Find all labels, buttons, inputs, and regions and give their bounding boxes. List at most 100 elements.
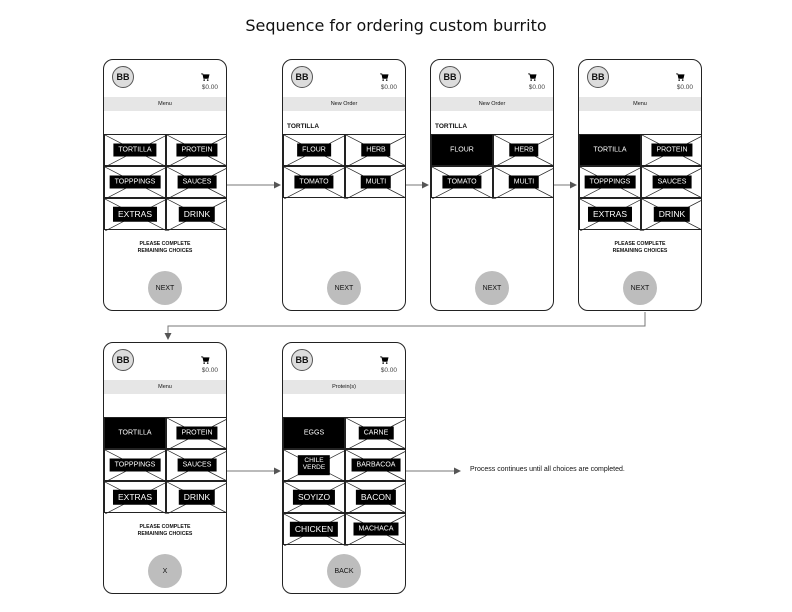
flow-arrow-4-5 xyxy=(164,312,646,340)
option-label: TORTILLA xyxy=(588,143,632,157)
option-tile[interactable]: TORTILLA xyxy=(104,134,167,167)
option-label: TORTILLA xyxy=(113,426,157,440)
option-label: TOMATO xyxy=(442,175,482,189)
option-tile[interactable]: SAUCES xyxy=(166,166,226,199)
option-tile[interactable]: CHICKEN xyxy=(283,513,346,546)
cart-icon[interactable] xyxy=(201,73,210,81)
cart-total: $0.00 xyxy=(201,84,218,91)
option-label: TOMATO xyxy=(294,175,334,189)
avatar[interactable]: BB xyxy=(112,66,134,88)
option-label: EXTRAS xyxy=(587,206,633,222)
option-tile[interactable]: TOPPPINGS xyxy=(579,166,642,199)
option-label: SAUCES xyxy=(177,175,217,189)
cart-total: $0.00 xyxy=(380,84,397,91)
option-tile[interactable]: CARNE xyxy=(345,417,405,450)
avatar[interactable]: BB xyxy=(587,66,609,88)
option-tile[interactable]: DRINK xyxy=(641,198,701,231)
option-tile[interactable]: TOPPPINGS xyxy=(104,449,167,482)
option-label: MACHACA xyxy=(353,522,399,536)
option-label: PROTEIN xyxy=(176,426,218,440)
option-tile[interactable]: EXTRAS xyxy=(579,198,642,231)
avatar[interactable]: BB xyxy=(439,66,461,88)
cart-icon[interactable] xyxy=(676,73,685,81)
option-tile[interactable]: SAUCES xyxy=(641,166,701,199)
option-tile[interactable]: MULTI xyxy=(345,166,405,199)
option-label: DRINK xyxy=(178,489,216,505)
cart-total: $0.00 xyxy=(528,84,545,91)
option-label: TORTILLA xyxy=(113,143,157,157)
section-heading: TORTILLA xyxy=(287,123,320,130)
option-label: HERB xyxy=(361,143,391,157)
option-label: DRINK xyxy=(178,206,216,222)
option-tile[interactable]: PROTEIN xyxy=(166,417,226,450)
option-label: HERB xyxy=(509,143,539,157)
next-button[interactable]: NEXT xyxy=(148,271,182,305)
option-label: BARBACOA xyxy=(351,458,401,472)
option-label: TOPPPINGS xyxy=(584,175,636,189)
screen-title-bar: New Order xyxy=(283,97,405,111)
option-tile[interactable]: BACON xyxy=(345,481,405,514)
screen-title-bar: New Order xyxy=(431,97,553,111)
option-tile[interactable]: TOMATO xyxy=(431,166,494,199)
cart-total: $0.00 xyxy=(676,84,693,91)
option-tile[interactable]: EGGS xyxy=(283,417,345,449)
section-heading: TORTILLA xyxy=(435,123,468,130)
option-label: MULTI xyxy=(508,175,540,189)
option-tile[interactable]: DRINK xyxy=(166,198,226,231)
option-tile[interactable]: FLOUR xyxy=(431,134,493,166)
option-label: CARNE xyxy=(358,426,394,440)
option-label: SOYIZO xyxy=(292,489,336,505)
option-label: FLOUR xyxy=(445,143,479,157)
option-label: SAUCES xyxy=(177,458,217,472)
option-tile[interactable]: HERB xyxy=(493,134,553,167)
option-tile[interactable]: PROTEIN xyxy=(641,134,701,167)
option-tile[interactable]: MACHACA xyxy=(345,513,405,546)
cart-icon[interactable] xyxy=(528,73,537,81)
option-tile[interactable]: SOYIZO xyxy=(283,481,346,514)
next-button[interactable]: NEXT xyxy=(623,271,657,305)
option-label: PROTEIN xyxy=(651,143,693,157)
option-label: FLOUR xyxy=(297,143,331,157)
next-button[interactable]: NEXT xyxy=(327,271,361,305)
x-button[interactable]: X xyxy=(148,554,182,588)
option-tile[interactable]: FLOUR xyxy=(283,134,346,167)
screen-title-bar: Menu xyxy=(104,380,226,394)
option-label: EGGS xyxy=(298,426,330,440)
option-tile[interactable]: BARBACOA xyxy=(345,449,405,482)
option-tile[interactable]: EXTRAS xyxy=(104,481,167,514)
cart-total: $0.00 xyxy=(380,367,397,374)
option-tile[interactable]: EXTRAS xyxy=(104,198,167,231)
option-tile[interactable]: TOMATO xyxy=(283,166,346,199)
avatar[interactable]: BB xyxy=(291,66,313,88)
option-label: DRINK xyxy=(653,206,691,222)
cart-icon[interactable] xyxy=(201,356,210,364)
avatar[interactable]: BB xyxy=(112,349,134,371)
cart-icon[interactable] xyxy=(380,356,389,364)
option-tile[interactable]: HERB xyxy=(345,134,405,167)
continuation-note: Process continues until all choices are … xyxy=(470,466,625,473)
option-tile[interactable]: TORTILLA xyxy=(104,417,166,449)
diagram-title: Sequence for ordering custom burrito xyxy=(245,16,547,35)
back-button[interactable]: BACK xyxy=(327,554,361,588)
screen-title-bar: Menu xyxy=(579,97,701,111)
next-button[interactable]: NEXT xyxy=(475,271,509,305)
option-tile[interactable]: PROTEIN xyxy=(166,134,226,167)
cart-icon[interactable] xyxy=(380,73,389,81)
screen-title-bar: Protein(s) xyxy=(283,380,405,394)
option-tile[interactable]: TORTILLA xyxy=(579,134,641,166)
option-tile[interactable]: SAUCES xyxy=(166,449,226,482)
option-tile[interactable]: TOPPPINGS xyxy=(104,166,167,199)
option-tile[interactable]: DRINK xyxy=(166,481,226,514)
avatar[interactable]: BB xyxy=(291,349,313,371)
option-tile[interactable]: MULTI xyxy=(493,166,553,199)
